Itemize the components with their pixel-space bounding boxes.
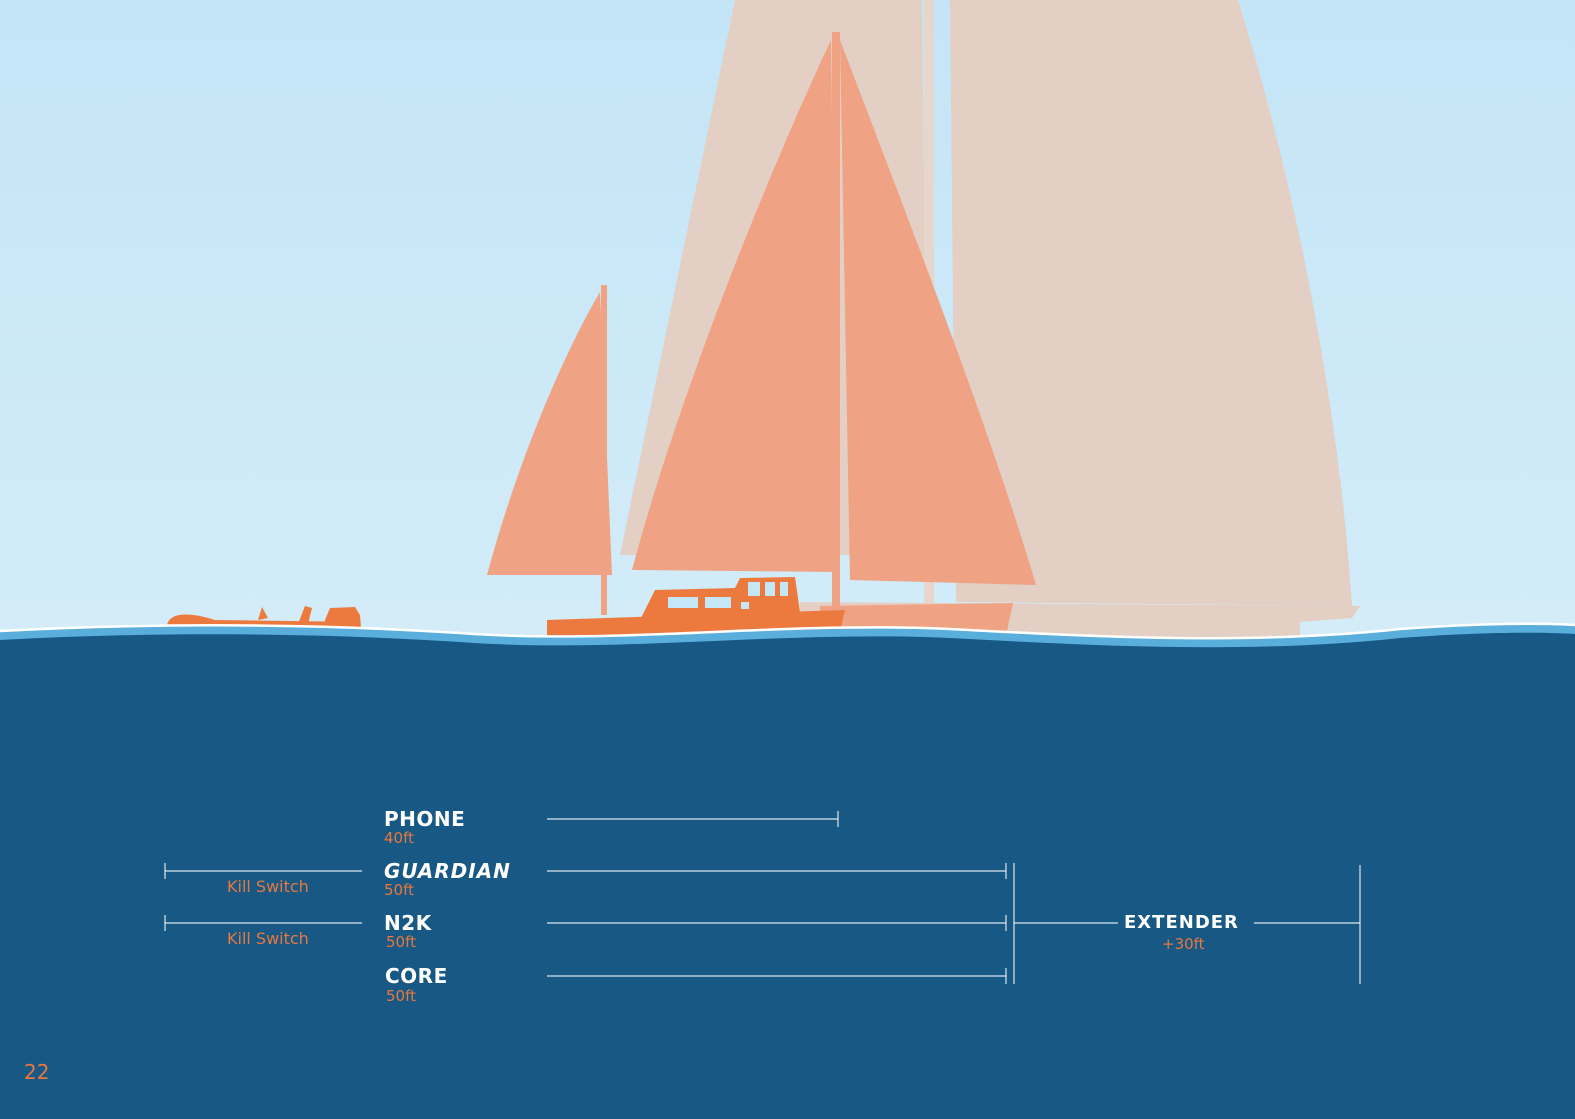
page-number: 22 xyxy=(24,1060,49,1084)
core-range-value: 50ft xyxy=(386,988,416,1004)
core-product-label: CORE xyxy=(385,966,448,986)
guardian-kill-switch-label: Kill Switch xyxy=(227,878,309,896)
n2k-product-label: N2K xyxy=(384,913,432,933)
sea xyxy=(0,631,1575,1119)
guardian-product-label: GUARDIAN xyxy=(384,861,511,881)
phone-product-label: PHONE xyxy=(384,809,465,829)
n2k-range-value: 50ft xyxy=(386,934,416,950)
extender-range-value: +30ft xyxy=(1162,936,1205,952)
guardian-range-value: 50ft xyxy=(384,882,414,898)
extender-product-label: EXTENDER xyxy=(1124,913,1239,933)
phone-range-value: 40ft xyxy=(384,830,414,846)
n2k-kill-switch-label: Kill Switch xyxy=(227,930,309,948)
